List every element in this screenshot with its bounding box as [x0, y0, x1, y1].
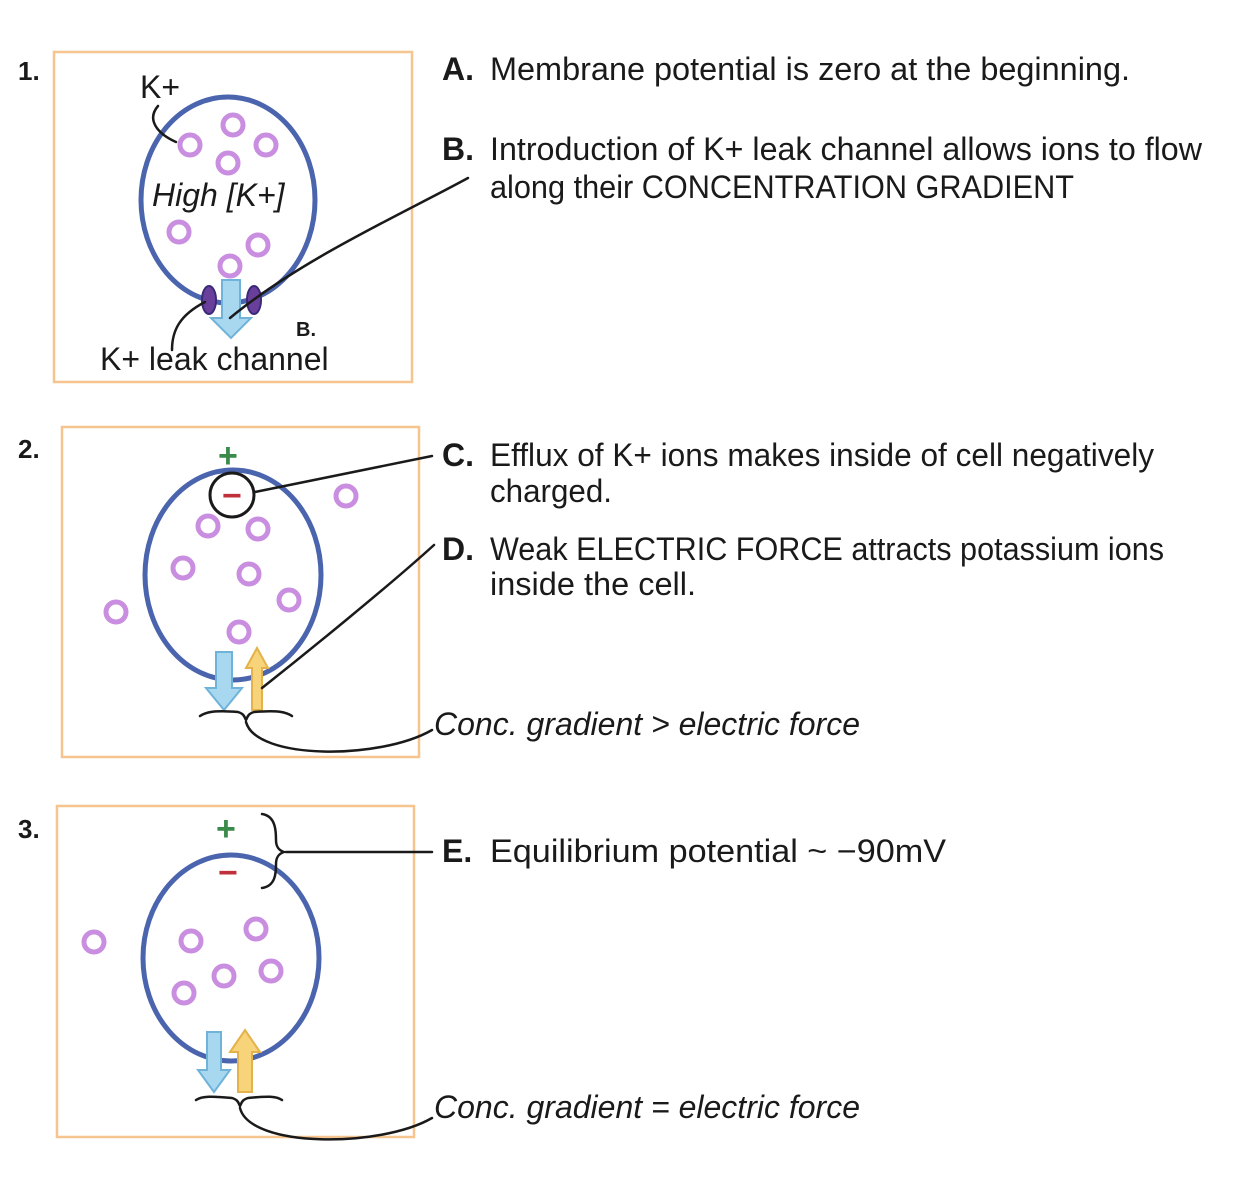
potassium-ion [178, 928, 204, 954]
panel-3-ions [81, 916, 284, 1006]
potassium-ion [81, 929, 107, 955]
statement-e-line-1: Equilibrium potential ~ −90mV [490, 833, 947, 869]
potassium-ion [236, 561, 262, 587]
panel-3-number: 3. [18, 814, 40, 844]
statement-b-letter: B. [442, 131, 474, 167]
high-k-label: High [K+] [152, 177, 286, 213]
potassium-ion [211, 963, 237, 989]
panel-2-brace [198, 709, 294, 723]
panel-1-ions [166, 112, 279, 279]
potassium-ion [170, 555, 196, 581]
statement-c-line-2: charged. [490, 473, 612, 509]
potassium-ion [253, 132, 279, 158]
panel-3-cell [140, 852, 322, 1064]
concentration-gradient-arrow [203, 651, 245, 712]
panel-2-plus: + [218, 437, 238, 475]
potassium-ion [215, 150, 241, 176]
k-ion-pointer [151, 104, 178, 144]
channel-label-pointer [170, 300, 207, 352]
panel-3-plus: + [216, 810, 236, 848]
electric-force-arrow [228, 1028, 262, 1093]
panel-2-ions [103, 483, 359, 645]
leader-d [260, 543, 436, 690]
panel-3-comparison-leader [238, 1106, 434, 1141]
panel-3-frame [55, 804, 416, 1139]
potassium-ion [166, 219, 192, 245]
statement-a-letter: A. [442, 51, 474, 87]
statement-c-letter: C. [442, 437, 474, 473]
panel-2-frame [60, 425, 421, 759]
panel-3-minus: − [218, 854, 238, 892]
potassium-ion [333, 483, 359, 509]
k-ion-label: K+ [140, 69, 180, 105]
statement-e-letter: E. [442, 833, 472, 869]
statement-a-line-1: Membrane potential is zero at the beginn… [490, 51, 1130, 87]
potassium-ion [171, 980, 197, 1006]
potassium-ion [195, 513, 221, 539]
potassium-ion [245, 516, 271, 542]
concentration-gradient-arrow [208, 279, 254, 340]
electric-force-arrow [244, 645, 270, 711]
potassium-ion [226, 619, 252, 645]
leader-b [228, 176, 470, 320]
statement-b-line-2: along their CONCENTRATION GRADIENT [490, 169, 1074, 205]
panel-2-minus: − [222, 477, 242, 515]
statement-c-line-1: Efflux of K+ ions makes inside of cell n… [490, 437, 1154, 473]
potassium-ion [258, 958, 284, 984]
leader-c [253, 454, 434, 494]
panel-3-comparison: Conc. gradient = electric force [434, 1089, 860, 1125]
potassium-ion [217, 253, 243, 279]
potassium-ion [276, 587, 302, 613]
potassium-ion [245, 232, 271, 258]
potential-brace [260, 812, 288, 890]
potassium-ion [103, 599, 129, 625]
leak-channel-label: K+ leak channel [100, 341, 329, 377]
statement-b-line-1: Introduction of K+ leak channel allows i… [490, 131, 1203, 167]
panel-2-comparison: Conc. gradient > electric force [434, 706, 860, 742]
potassium-ion [243, 916, 269, 942]
panel-2-comparison-leader [244, 720, 434, 753]
statement-d-line-1: Weak ELECTRIC FORCE attracts potassium i… [490, 531, 1164, 567]
leak-channel-left [201, 285, 217, 315]
potassium-ion [220, 112, 246, 138]
potassium-ion [177, 132, 203, 158]
negative-charge-circle [208, 471, 256, 519]
panel-3-brace [194, 1095, 284, 1109]
panel-1-frame [52, 50, 414, 384]
statement-d-letter: D. [442, 531, 474, 567]
panel-1-number: 1. [18, 56, 40, 86]
pointer-b-letter: B. [296, 319, 316, 341]
concentration-gradient-arrow [196, 1031, 232, 1094]
panel-2-number: 2. [18, 434, 40, 464]
statement-d-line-2: inside the cell. [490, 566, 696, 602]
